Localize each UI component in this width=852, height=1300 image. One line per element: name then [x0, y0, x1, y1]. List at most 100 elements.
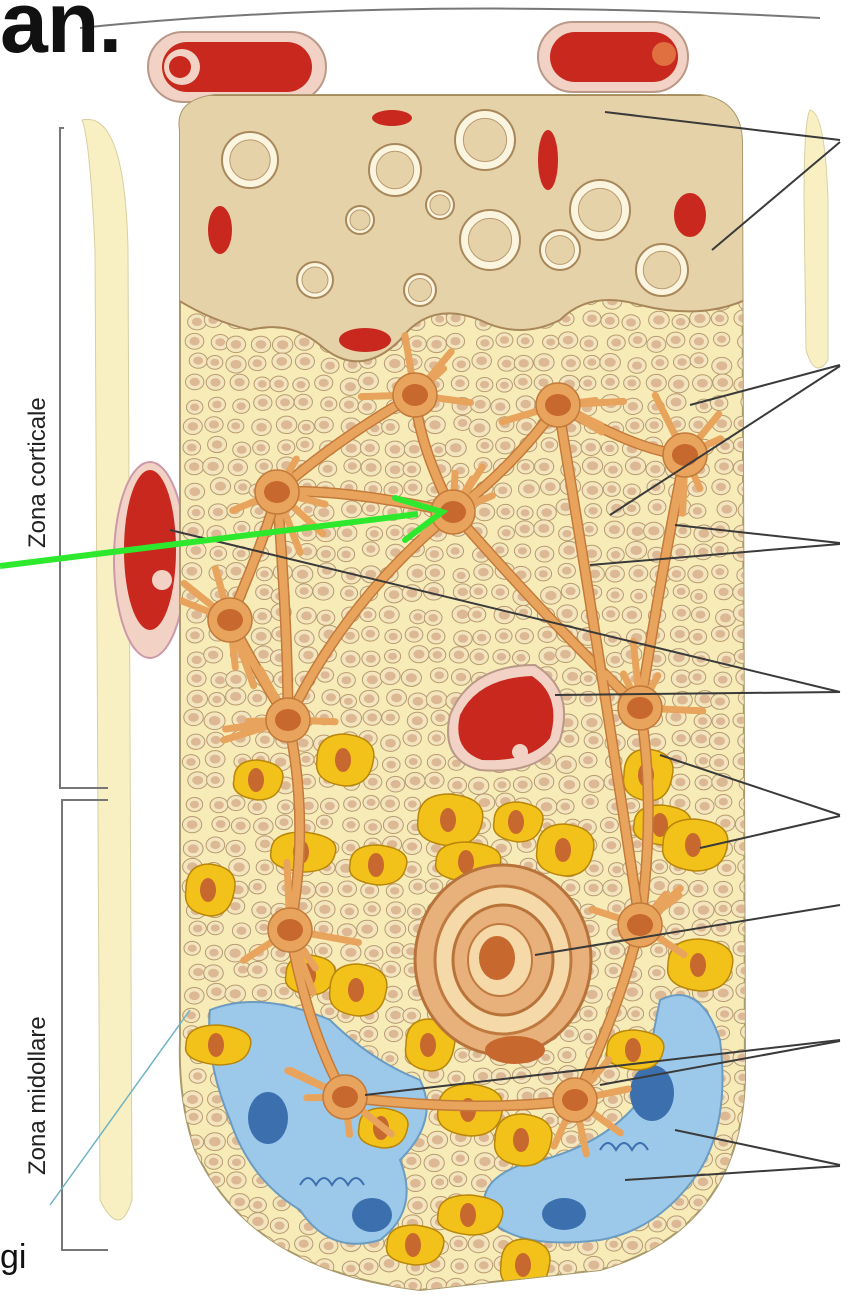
- lymphocyte: [645, 1256, 663, 1272]
- reticular-cell-nucleus: [264, 481, 290, 503]
- macrophage-nucleus: [515, 1253, 531, 1277]
- lymphocyte-nucleus: [260, 570, 269, 577]
- lymphocyte-nucleus: [413, 650, 424, 659]
- lymphocyte-nucleus: [677, 588, 686, 595]
- lymphocyte-nucleus: [652, 1220, 662, 1228]
- lymphocyte-nucleus: [630, 546, 642, 555]
- lymphocyte-nucleus: [210, 841, 220, 849]
- lymphocyte-nucleus: [518, 378, 528, 386]
- red-blood-cell: [208, 206, 232, 254]
- macrophage-nucleus: [368, 853, 384, 877]
- lymphocyte-nucleus: [231, 422, 240, 429]
- lymphocyte-nucleus: [318, 947, 328, 955]
- subcapsular-cell-nucleus: [302, 267, 328, 293]
- lymphocyte-nucleus: [386, 965, 396, 973]
- lymphocyte-nucleus: [189, 462, 199, 471]
- lymphocyte-nucleus: [233, 862, 244, 871]
- epithelium-nucleus-a: [248, 1092, 288, 1144]
- lymphocyte-nucleus: [318, 587, 329, 596]
- lymphocyte-nucleus: [193, 925, 203, 933]
- lymphocyte-nucleus: [722, 864, 732, 872]
- lymphocyte-nucleus: [588, 1260, 599, 1269]
- lymphocyte-nucleus: [434, 446, 443, 453]
- lymphocyte-nucleus: [366, 463, 377, 472]
- reticular-cell-nucleus: [332, 1086, 358, 1108]
- macrophage-nucleus: [555, 838, 571, 862]
- lymphocyte-nucleus: [583, 1033, 592, 1041]
- lymphocyte-nucleus: [209, 1137, 221, 1146]
- lymphocyte-nucleus: [611, 1264, 621, 1272]
- lymphocyte: [738, 356, 754, 370]
- lymphocyte-nucleus: [187, 1197, 198, 1206]
- lymphocyte-nucleus: [274, 380, 284, 388]
- lymphocyte-nucleus: [583, 1283, 593, 1291]
- lymphocyte-nucleus: [719, 588, 729, 596]
- lymphocyte-nucleus: [407, 734, 417, 742]
- lymphocyte: [668, 1236, 685, 1251]
- lymphocyte-nucleus: [743, 298, 754, 307]
- lymphocyte-nucleus: [498, 781, 507, 788]
- lymphocyte: [182, 1282, 199, 1295]
- macrophage-nucleus: [460, 1203, 476, 1227]
- lymphocyte: [622, 1279, 643, 1295]
- lymphocyte-nucleus: [431, 1282, 442, 1291]
- lymphocyte-nucleus: [364, 1262, 374, 1270]
- lymphocyte-nucleus: [738, 653, 747, 660]
- lymphocyte-nucleus: [452, 1074, 461, 1082]
- lymphocyte-nucleus: [720, 613, 731, 622]
- lymphocyte-nucleus: [611, 551, 620, 559]
- lymphocyte-nucleus: [699, 695, 710, 704]
- lymphocyte: [691, 1259, 707, 1273]
- lymphocyte-nucleus: [390, 924, 401, 933]
- lymphocyte-nucleus: [698, 1178, 709, 1187]
- lymphocyte-nucleus: [342, 885, 352, 893]
- lymphocyte-nucleus: [388, 653, 397, 660]
- lymphocyte-nucleus: [252, 1217, 263, 1226]
- lymphocyte-nucleus: [500, 382, 509, 389]
- lymphocyte-nucleus: [188, 945, 197, 952]
- reticular-cell-nucleus: [402, 384, 428, 406]
- lymphocyte: [232, 1215, 251, 1231]
- lymphocyte-nucleus: [300, 357, 311, 366]
- lymphocyte-nucleus: [520, 400, 531, 409]
- lymphocyte-nucleus: [406, 673, 417, 682]
- lymphocyte-nucleus: [367, 799, 376, 806]
- lymphocyte-nucleus: [412, 569, 423, 578]
- lymphocyte-nucleus: [715, 1259, 725, 1267]
- lymphocyte-nucleus: [737, 629, 748, 638]
- lymphocyte-nucleus: [455, 1262, 464, 1270]
- lymphocyte: [255, 1236, 273, 1252]
- lymphocyte-nucleus: [390, 946, 400, 954]
- lymphocyte-nucleus: [345, 655, 355, 664]
- lymphocyte-nucleus: [342, 528, 353, 537]
- subcapsular-cell-nucleus: [376, 151, 413, 188]
- lymphocyte-nucleus: [742, 694, 752, 702]
- lymphocyte-nucleus: [715, 697, 725, 705]
- lymphocyte-nucleus: [258, 650, 269, 659]
- lymphocyte-nucleus: [192, 509, 201, 516]
- lymphocyte-nucleus: [539, 1284, 549, 1292]
- lymphocyte-nucleus: [259, 1240, 269, 1248]
- lymphocyte-nucleus: [189, 337, 199, 345]
- lymphocyte-nucleus: [260, 736, 270, 744]
- lymphocyte: [737, 1152, 754, 1166]
- lymphocyte-nucleus: [434, 671, 444, 679]
- lymphocyte-nucleus: [697, 379, 708, 388]
- lymphocyte-nucleus: [230, 902, 240, 910]
- lymphocyte-nucleus: [408, 1282, 417, 1290]
- lymphocyte-nucleus: [319, 905, 330, 914]
- lymphocyte-nucleus: [233, 1281, 242, 1288]
- epithelium-nucleus-d: [542, 1198, 586, 1230]
- reticular-cell-nucleus: [545, 394, 571, 416]
- lymphocyte-nucleus: [520, 525, 530, 534]
- lymphocyte: [187, 1258, 207, 1275]
- lymphocyte-nucleus: [495, 403, 505, 411]
- lymphocyte-nucleus: [390, 529, 399, 537]
- lymphocyte-nucleus: [299, 1240, 309, 1248]
- lymphocyte: [715, 1191, 736, 1209]
- lymphocyte-nucleus: [407, 1012, 417, 1020]
- lymphocyte-nucleus: [720, 1112, 731, 1121]
- lymphocyte-nucleus: [230, 844, 241, 853]
- lymphocyte-nucleus: [232, 1159, 241, 1167]
- lymphocyte-nucleus: [458, 588, 468, 596]
